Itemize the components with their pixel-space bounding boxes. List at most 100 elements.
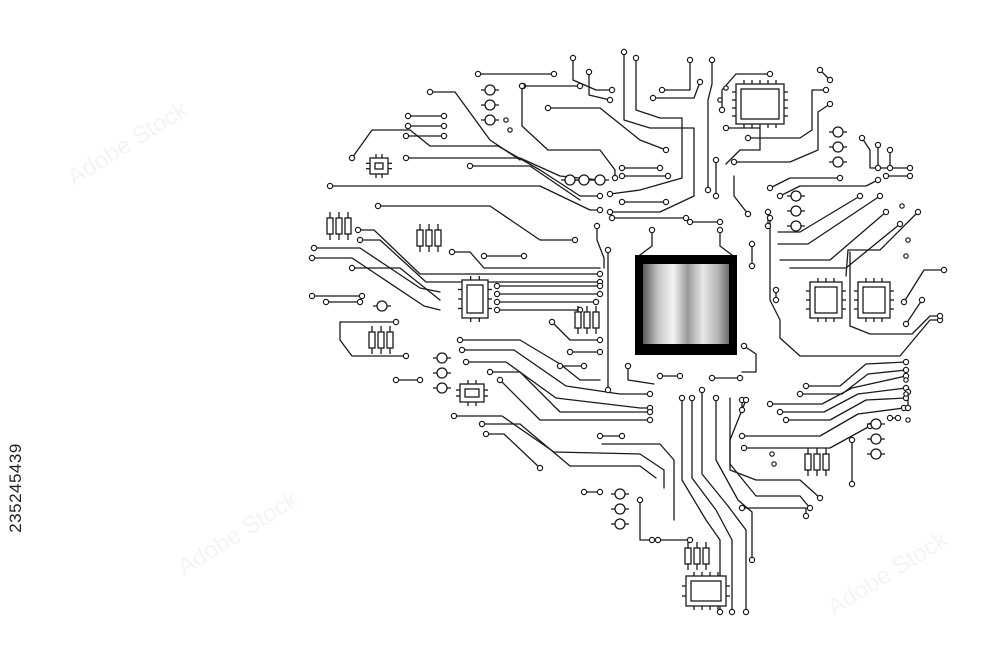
- via-pad-icon: [712, 394, 720, 402]
- via-pad-icon: [914, 208, 922, 216]
- microchip-icon: [366, 154, 392, 178]
- resistor-icon: [804, 448, 812, 476]
- capacitor-icon: [611, 503, 629, 515]
- via-pad-icon: [440, 122, 448, 130]
- via-pad-icon: [493, 290, 501, 298]
- via-pad-icon: [782, 416, 790, 424]
- circuit-trace: [845, 211, 919, 277]
- via-pad-icon: [744, 134, 752, 142]
- microchip-icon: [854, 278, 894, 322]
- via-pad-icon: [748, 262, 756, 270]
- via-pad-icon: [876, 192, 884, 200]
- via-pad-icon: [496, 376, 504, 384]
- circuit-trace: [572, 57, 613, 91]
- via-pad-icon: [348, 264, 356, 272]
- via-pad-icon: [905, 237, 911, 243]
- via-pad-icon: [566, 348, 574, 356]
- via-pad-icon: [905, 417, 911, 423]
- via-pad-icon: [656, 164, 664, 172]
- via-pad-icon: [894, 414, 902, 422]
- circuit-trace: [741, 407, 905, 437]
- via-pad-icon: [766, 400, 774, 408]
- via-pad-icon: [482, 430, 490, 438]
- circuit-trace: [861, 137, 911, 169]
- circuit-trace: [805, 361, 907, 387]
- via-pad-icon: [493, 282, 501, 290]
- via-pad-icon: [606, 190, 614, 198]
- via-pad-icon: [902, 320, 910, 328]
- circuit-trace: [661, 59, 691, 91]
- via-pad-icon: [580, 362, 588, 370]
- via-pad-icon: [769, 451, 775, 457]
- via-pad-icon: [848, 436, 856, 444]
- circuit-trace: [609, 57, 683, 195]
- circuit-trace: [769, 217, 941, 357]
- via-pad-icon: [649, 94, 657, 102]
- circuit-trace: [691, 397, 733, 613]
- circuit-trace: [339, 321, 407, 357]
- capacitor-icon: [433, 367, 451, 379]
- circuit-trace: [849, 251, 941, 335]
- via-pad-icon: [682, 214, 690, 222]
- via-pad-icon: [776, 192, 784, 200]
- resistor-icon: [377, 326, 385, 354]
- resistor-icon: [574, 306, 582, 334]
- via-pad-icon: [738, 504, 746, 512]
- via-pad-icon: [646, 416, 654, 424]
- circuit-trace: [451, 251, 601, 269]
- via-pad-icon: [676, 372, 684, 380]
- via-pad-icon: [722, 124, 730, 132]
- via-pad-icon: [748, 556, 756, 564]
- circuit-trace: [627, 365, 655, 385]
- circuit-trace: [785, 397, 907, 421]
- circuit-trace: [799, 369, 907, 395]
- via-pads: [308, 48, 948, 616]
- via-pad-icon: [718, 106, 726, 114]
- capacitor-icon: [787, 205, 805, 217]
- circuit-trace: [481, 423, 657, 479]
- circuit-trace: [741, 345, 757, 373]
- via-pad-icon: [520, 252, 528, 260]
- capacitor-icon: [867, 433, 885, 445]
- capacitor-icon: [575, 174, 593, 186]
- capacitor-icon: [829, 141, 847, 153]
- via-pad-icon: [716, 226, 724, 234]
- circuit-trace: [377, 205, 576, 241]
- via-pad-icon: [358, 292, 366, 300]
- via-pad-icon: [698, 386, 706, 394]
- via-pad-icon: [604, 386, 612, 394]
- resistor-icon: [416, 224, 424, 252]
- circuit-trace: [715, 397, 753, 561]
- via-pad-icon: [740, 342, 748, 350]
- circuit-trace: [777, 195, 881, 245]
- circuit-trace: [485, 433, 541, 469]
- via-pad-icon: [738, 406, 746, 414]
- via-pad-icon: [585, 68, 593, 76]
- via-pad-icon: [308, 292, 316, 300]
- via-pad-icon: [593, 222, 601, 230]
- capacitor-icon: [867, 418, 885, 430]
- via-pad-icon: [686, 218, 694, 226]
- circuit-trace: [461, 349, 651, 395]
- circuit-trace: [779, 179, 879, 197]
- via-pad-icon: [392, 318, 400, 326]
- via-pad-icon: [740, 444, 748, 452]
- via-pad-icon: [493, 298, 501, 306]
- via-pad-icon: [678, 394, 686, 402]
- via-pad-icon: [874, 176, 882, 184]
- via-pad-icon: [686, 56, 694, 64]
- capacitor-icon: [591, 174, 609, 186]
- circuit-trace: [459, 339, 601, 381]
- via-pad-icon: [903, 253, 909, 259]
- via-pad-icon: [606, 96, 614, 104]
- via-pad-icon: [486, 368, 494, 376]
- circuit-trace: [351, 267, 441, 301]
- circuit-trace: [551, 321, 601, 341]
- via-pad-icon: [712, 192, 720, 200]
- via-pad-icon: [611, 174, 619, 182]
- via-pad-icon: [886, 146, 894, 154]
- resistor-icon: [822, 448, 830, 476]
- via-pad-icon: [620, 48, 628, 56]
- via-pad-icon: [636, 496, 644, 504]
- via-pad-icon: [478, 420, 486, 428]
